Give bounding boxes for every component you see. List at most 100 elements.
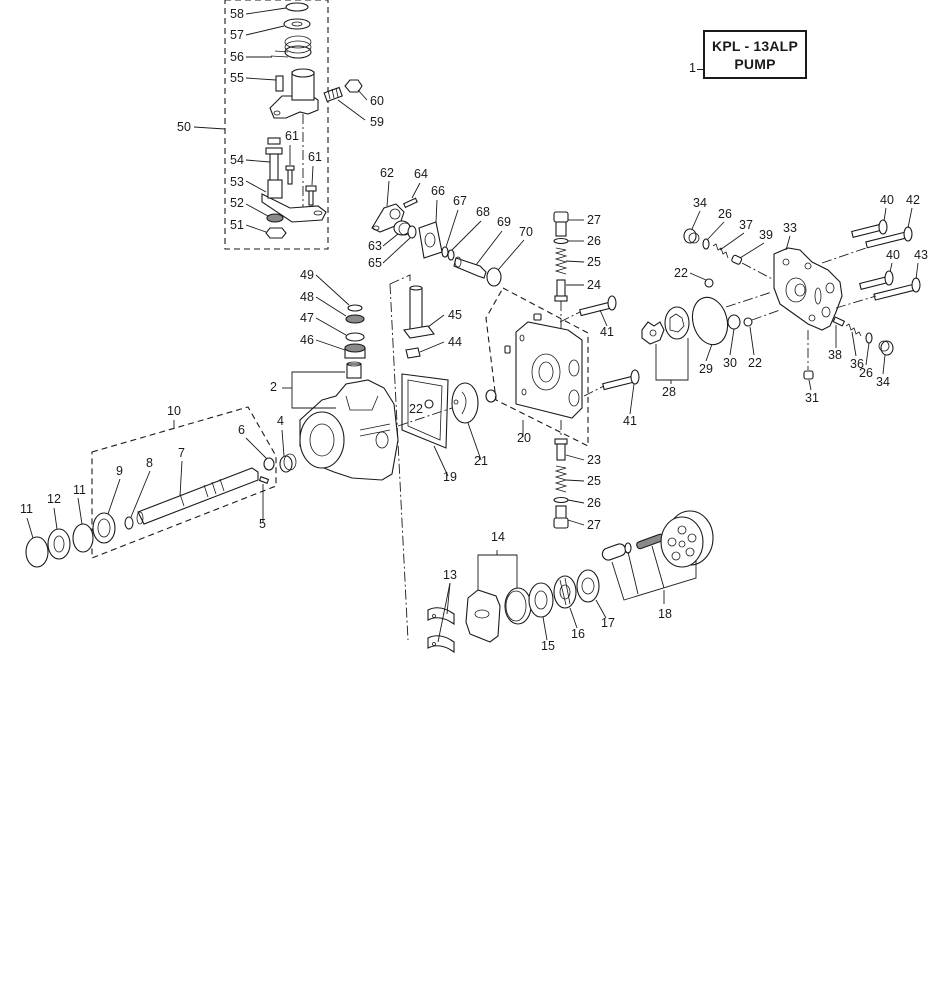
part-43-bolt[interactable]: [873, 277, 921, 301]
part-33-end-cover[interactable]: [773, 247, 843, 331]
part-22-dowel[interactable]: [485, 389, 497, 403]
callout-69: 69: [497, 215, 511, 229]
part-26-o-ring[interactable]: [553, 237, 569, 245]
part-22-dowel[interactable]: [743, 317, 753, 327]
part-18-spring[interactable]: [636, 533, 665, 550]
callout-38: 38: [828, 348, 842, 362]
callout-6: 6: [238, 423, 245, 437]
callout-27: 27: [587, 518, 601, 532]
part-26-o-ring[interactable]: [553, 496, 569, 504]
part-24-poppet[interactable]: [554, 279, 568, 302]
part-26-o-ring[interactable]: [702, 238, 710, 250]
part-6-snap-ring[interactable]: [263, 457, 275, 471]
part-36-spring[interactable]: [845, 323, 862, 337]
part-18-piston[interactable]: [601, 542, 628, 561]
part-51-nut[interactable]: [265, 227, 287, 239]
part-65-o-ring[interactable]: [407, 225, 417, 239]
part-14-bearing-race[interactable]: [504, 587, 532, 625]
part-27-plug[interactable]: [553, 505, 569, 529]
part-61-screw[interactable]: [305, 185, 317, 206]
part-19-gasket[interactable]: [401, 373, 449, 449]
part-34-plug[interactable]: [878, 340, 894, 356]
part-38-valve-poppet[interactable]: [832, 316, 846, 327]
part-14-swashplate[interactable]: [465, 589, 501, 643]
part-12-shaft-seal[interactable]: [47, 528, 71, 560]
part-45-trunnion-arm[interactable]: [409, 287, 423, 333]
part-44-slider-block[interactable]: [405, 347, 421, 359]
title-ref-number: 1: [689, 61, 696, 75]
part-18-cylinder-block[interactable]: [660, 510, 714, 568]
part-30-o-ring[interactable]: [727, 314, 741, 330]
part-20-center-section[interactable]: [504, 313, 583, 419]
part-28-gerotor-set[interactable]: [641, 306, 690, 345]
callout-65: 65: [368, 256, 382, 270]
part-22-dowel[interactable]: [424, 399, 434, 409]
part-15-washer[interactable]: [528, 582, 554, 618]
part-26-o-ring[interactable]: [865, 332, 873, 344]
part-37-spring[interactable]: [712, 243, 729, 259]
part-68-o-ring[interactable]: [447, 249, 455, 261]
part-2-pump-housing[interactable]: [299, 361, 399, 481]
part-34-plug[interactable]: [683, 228, 700, 244]
callout-63: 63: [368, 239, 382, 253]
part-17-thrust-washer[interactable]: [576, 569, 600, 603]
callout-12: 12: [47, 492, 61, 506]
part-56-torsion-spring[interactable]: [270, 35, 312, 59]
callout-26: 26: [859, 366, 873, 380]
part-31-plug[interactable]: [803, 370, 814, 380]
part-27-plug[interactable]: [553, 211, 569, 237]
callout-5: 5: [259, 517, 266, 531]
part-5-key[interactable]: [258, 476, 270, 484]
part-47-washer[interactable]: [345, 332, 365, 342]
callout-24: 24: [587, 278, 601, 292]
part-57-washer[interactable]: [283, 18, 311, 30]
callout-57: 57: [230, 28, 244, 42]
assembly-50-boundary: [224, 0, 329, 250]
callout-34: 34: [876, 375, 890, 389]
part-11-retaining-ring[interactable]: [72, 523, 94, 553]
part-16-thrust-bearing[interactable]: [553, 575, 577, 609]
part-67-o-ring[interactable]: [441, 246, 449, 258]
part-49-snap-ring[interactable]: [347, 304, 363, 312]
callout-40: 40: [886, 248, 900, 262]
part-4-spring[interactable]: [279, 453, 297, 473]
part-8-o-ring[interactable]: [124, 516, 134, 530]
part-21-port-plate[interactable]: [451, 382, 479, 424]
part-61-screw[interactable]: [285, 165, 295, 185]
part-13-swash-bearing[interactable]: [427, 607, 455, 654]
callout-67: 67: [453, 194, 467, 208]
part-25-spring[interactable]: [554, 247, 568, 275]
part-59-set-screw[interactable]: [323, 86, 343, 103]
part-39-valve[interactable]: [731, 254, 743, 265]
part-29-o-ring[interactable]: [687, 293, 732, 348]
part-11-retaining-ring[interactable]: [25, 536, 49, 568]
part-66-cover-plate[interactable]: [418, 221, 443, 259]
part-40-bolt[interactable]: [851, 219, 888, 238]
part-46-bearing[interactable]: [344, 343, 366, 359]
callout-11: 11: [73, 483, 86, 497]
part-54-pivot-pin[interactable]: [265, 137, 283, 183]
part-25-spring[interactable]: [554, 465, 568, 493]
part-53-bracket[interactable]: [261, 179, 327, 223]
callout-14: 14: [491, 530, 505, 544]
part-60-jam-nut[interactable]: [344, 79, 363, 93]
part-70-o-ring[interactable]: [486, 267, 502, 287]
part-41-bolt[interactable]: [579, 295, 617, 317]
part-9-bearing[interactable]: [92, 512, 116, 544]
part-69-shaft[interactable]: [453, 256, 487, 279]
part-64-pin[interactable]: [402, 197, 418, 209]
callout-20: 20: [517, 431, 531, 445]
part-22-dowel[interactable]: [704, 278, 714, 288]
callout-41: 41: [600, 325, 614, 339]
callout-30: 30: [723, 356, 737, 370]
part-58-snap-ring[interactable]: [285, 2, 309, 12]
part-23-poppet[interactable]: [554, 438, 568, 461]
part-52-lock-washer[interactable]: [266, 213, 284, 223]
part-48-seal[interactable]: [345, 314, 365, 324]
callout-15: 15: [541, 639, 555, 653]
part-40-bolt[interactable]: [859, 270, 894, 290]
part-7-drive-shaft[interactable]: [136, 467, 259, 525]
part-18-retainer[interactable]: [624, 542, 632, 554]
title-block: KPL - 13ALP PUMP: [703, 30, 807, 79]
part-55-lever-arm[interactable]: [269, 68, 319, 119]
